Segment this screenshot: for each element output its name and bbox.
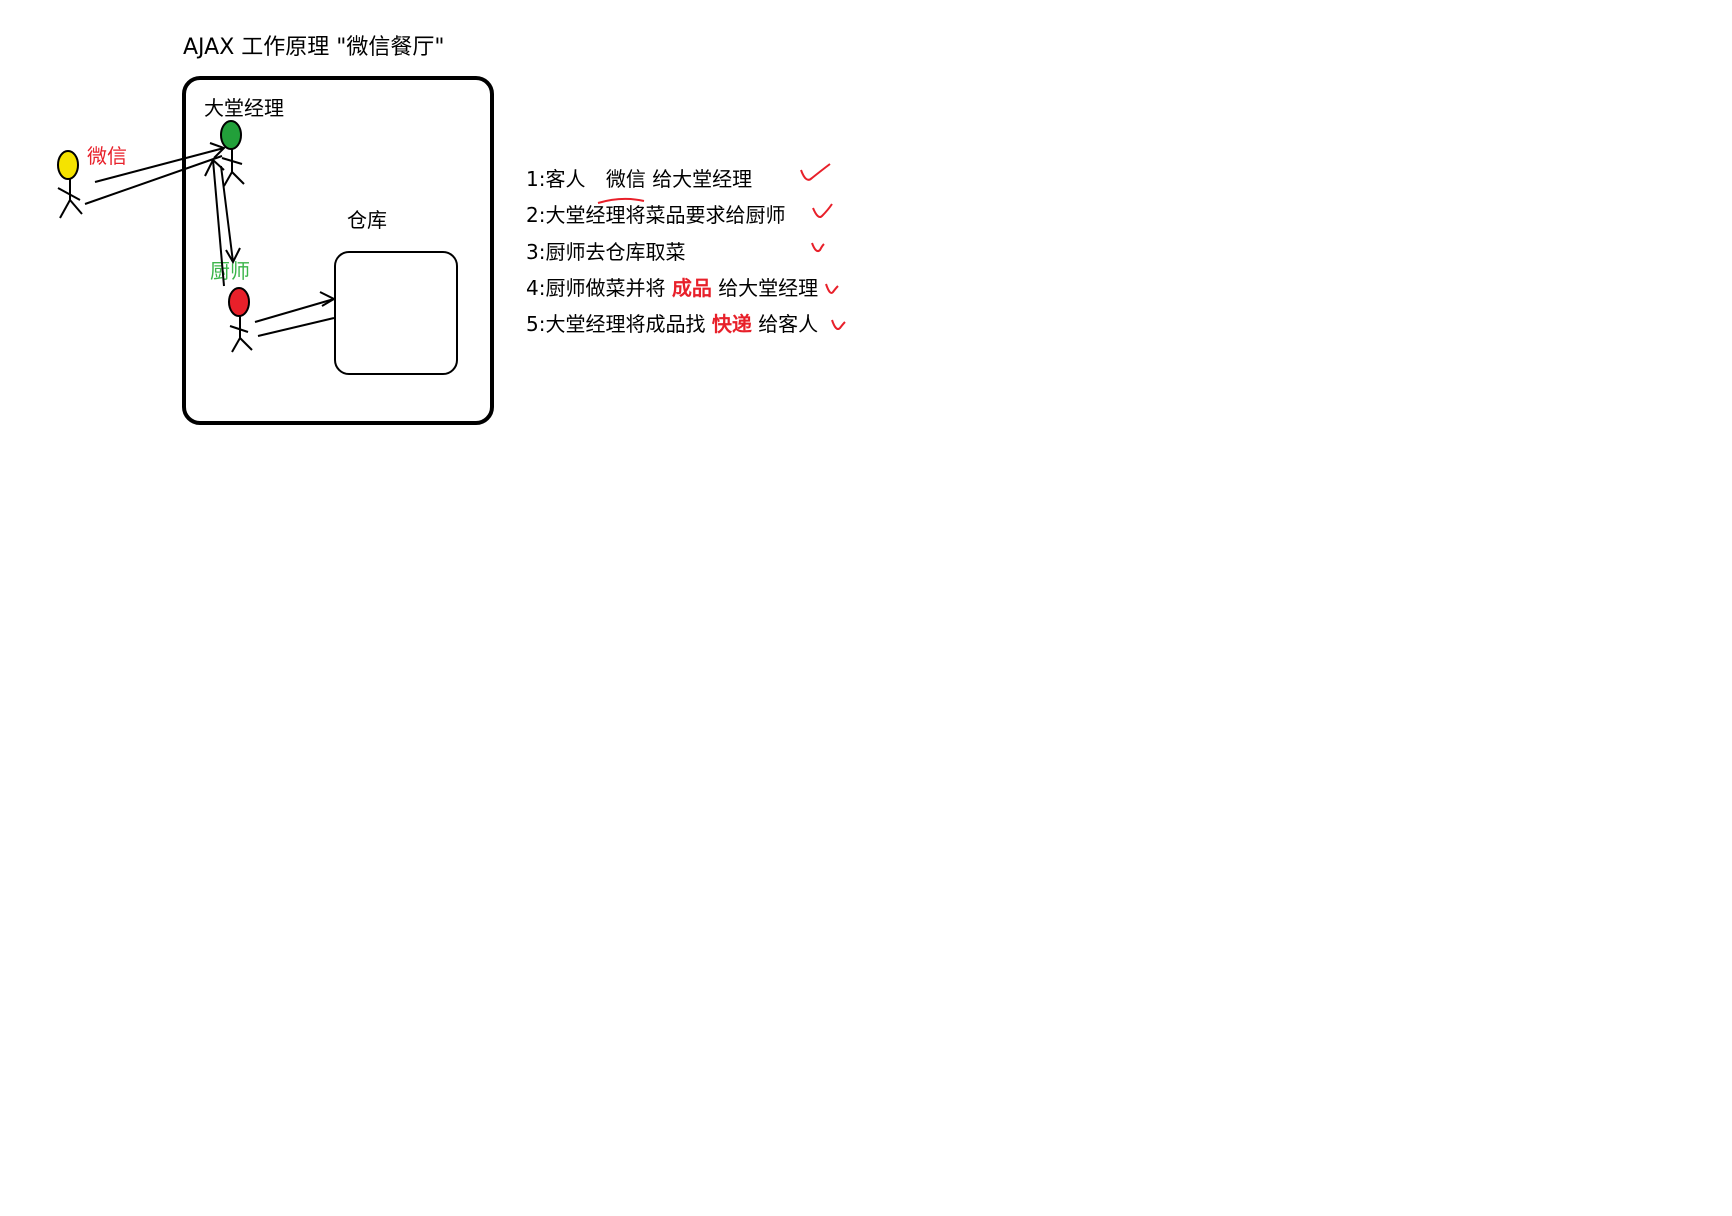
step-5-prefix: 5:大堂经理将成品找 xyxy=(526,312,705,336)
step-4-suffix: 给大堂经理 xyxy=(718,276,818,300)
steps-list: 1:客人 微信 给大堂经理 2:大堂经理将菜品要求给厨师 3:厨师去仓库取菜 4… xyxy=(526,167,818,336)
arrow-customer-manager xyxy=(84,142,226,205)
manager-label: 大堂经理 xyxy=(204,96,284,120)
arrow-chef-warehouse xyxy=(254,291,337,337)
step-3: 3:厨师去仓库取菜 xyxy=(526,240,685,264)
diagram-title: AJAX 工作原理 "微信餐厅" xyxy=(183,35,445,60)
check-mark-4 xyxy=(825,283,839,294)
manager-figure xyxy=(220,120,245,187)
wechat-label: 微信 xyxy=(87,144,127,168)
check-mark-2 xyxy=(812,203,833,218)
restaurant-box xyxy=(182,76,494,425)
customer-figure xyxy=(57,150,83,219)
step-5: 5:大堂经理将成品找 快递 给客人 xyxy=(526,312,818,336)
step-1-prefix: 1:客人 xyxy=(526,167,585,191)
step-1-wechat: 微信 xyxy=(606,167,646,191)
manager-head xyxy=(220,120,242,150)
warehouse-box xyxy=(334,251,458,375)
step-2: 2:大堂经理将菜品要求给厨师 xyxy=(526,203,785,227)
step-5-highlight: 快递 xyxy=(712,312,752,336)
check-mark-1 xyxy=(800,163,831,181)
step-1: 1:客人 微信 给大堂经理 xyxy=(526,167,752,191)
step-5-suffix: 给客人 xyxy=(758,312,818,336)
check-mark-5 xyxy=(831,319,846,330)
check-mark-3 xyxy=(811,242,825,253)
customer-head xyxy=(57,150,79,180)
wechat-underline xyxy=(597,197,645,204)
step-4: 4:厨师做菜并将 成品 给大堂经理 xyxy=(526,276,818,300)
arrow-manager-chef xyxy=(204,158,241,287)
chef-head xyxy=(228,287,250,317)
chef-figure xyxy=(228,287,253,353)
step-4-prefix: 4:厨师做菜并将 xyxy=(526,276,665,300)
step-4-highlight: 成品 xyxy=(672,276,712,300)
check-marks xyxy=(800,163,846,330)
step-1-suffix: 给大堂经理 xyxy=(652,167,752,191)
chef-label: 厨师 xyxy=(210,259,250,283)
warehouse-label: 仓库 xyxy=(347,208,387,232)
